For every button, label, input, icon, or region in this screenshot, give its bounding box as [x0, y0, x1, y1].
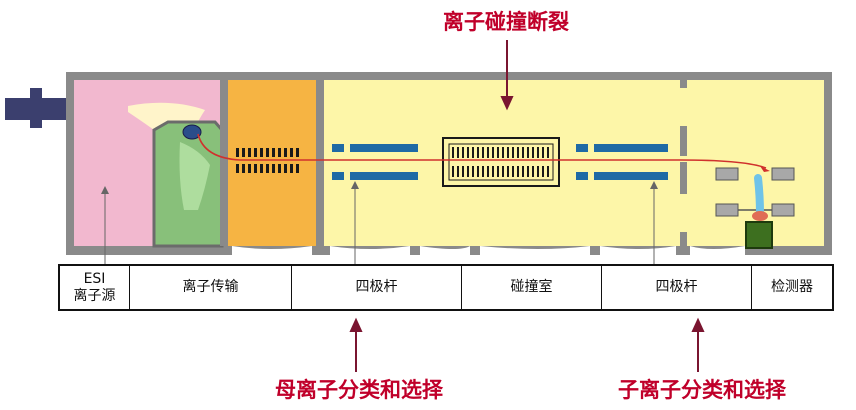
wall — [680, 162, 687, 194]
ion-beam-arrowhead — [760, 166, 770, 172]
wall — [316, 80, 324, 246]
stage-label-table: ESI 离子源 离子传输 四极杆 碰撞室 四极杆 检测器 — [58, 264, 834, 311]
annotation-arrows — [349, 40, 705, 372]
pointer-arrowheads — [101, 181, 658, 194]
quadrupole-1-rods — [332, 144, 418, 180]
stage-cell-quadrupole-2: 四极杆 — [602, 266, 752, 309]
collision-cell — [442, 137, 560, 187]
ion-guide-lenses — [236, 148, 299, 173]
annotation-collision-fragmentation: 离子碰撞断裂 — [443, 10, 569, 34]
pointer-lines — [104, 185, 655, 264]
wall — [680, 232, 687, 246]
pump-ports — [232, 246, 745, 258]
ion-beam — [197, 133, 767, 169]
ion-guide-chamber — [228, 80, 316, 246]
stage-cell-ion-transfer: 离子传输 — [130, 266, 292, 309]
wall — [220, 80, 228, 246]
annotation-precursor-selection: 母离子分类和选择 — [275, 378, 443, 402]
annotation-product-selection: 子离子分类和选择 — [618, 378, 786, 402]
stage-cell-quadrupole-1: 四极杆 — [292, 266, 462, 309]
stage-cell-detector: 检测器 — [771, 279, 813, 296]
transfer-plume — [179, 142, 210, 210]
stage-cell-collision-cell: 碰撞室 — [462, 266, 602, 309]
quadrupole-2-rods — [576, 144, 668, 180]
wall — [680, 126, 687, 156]
wall — [680, 80, 687, 88]
entrance-capillary — [182, 124, 202, 140]
detector-assembly — [715, 167, 795, 249]
stage-cell-esi-source: ESI 离子源 — [60, 266, 130, 309]
